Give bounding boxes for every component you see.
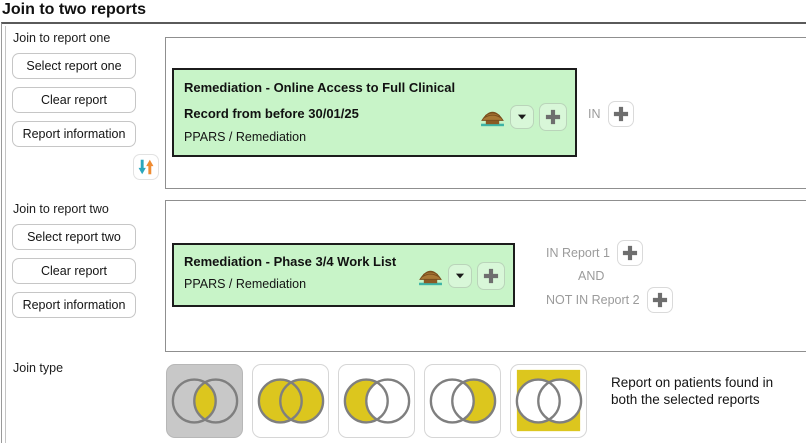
swap-arrows-icon xyxy=(136,157,156,177)
main-panel xyxy=(1,22,806,443)
clear-report-two-button[interactable]: Clear report xyxy=(12,258,136,284)
not-in-report-2-add-button[interactable] xyxy=(646,287,673,313)
report-two-box: Remediation - Phase 3/4 Work List PPARS … xyxy=(165,200,806,352)
hut-report-icon xyxy=(418,266,443,287)
and-label: AND xyxy=(578,269,605,283)
join-type-description: Report on patients found in both the sel… xyxy=(611,375,774,407)
page-title: Join to two reports xyxy=(2,1,146,18)
venn-union-icon xyxy=(253,365,328,437)
venn-neither-icon xyxy=(511,365,586,437)
plus-icon xyxy=(611,104,631,124)
section-one-label: Join to report one xyxy=(13,31,111,45)
report-one-box: Remediation - Online Access to Full Clin… xyxy=(165,37,806,189)
in-label: IN xyxy=(588,107,601,121)
join-type-union-button[interactable] xyxy=(252,364,329,438)
hut-report-icon xyxy=(480,107,505,128)
section-two-label: Join to report two xyxy=(13,202,109,216)
venn-intersection-icon xyxy=(167,365,242,437)
plus-icon xyxy=(620,243,640,263)
plus-icon xyxy=(543,107,563,127)
report-two-title: Remediation - Phase 3/4 Work List xyxy=(184,254,397,269)
plus-icon xyxy=(650,290,670,310)
in-report-1-label: IN Report 1 xyxy=(546,246,610,260)
report-two-card[interactable]: Remediation - Phase 3/4 Work List PPARS … xyxy=(172,243,515,307)
report-one-card[interactable]: Remediation - Online Access to Full Clin… xyxy=(172,68,577,157)
select-report-one-button[interactable]: Select report one xyxy=(12,53,136,79)
select-report-two-button[interactable]: Select report two xyxy=(12,224,136,250)
join-type-left-only-button[interactable] xyxy=(338,364,415,438)
report-one-path: PPARS / Remediation xyxy=(184,130,307,144)
report-one-add-button[interactable] xyxy=(539,103,567,131)
report-two-add-button[interactable] xyxy=(477,262,505,290)
join-type-right-only-button[interactable] xyxy=(424,364,501,438)
swap-reports-button[interactable] xyxy=(133,154,159,180)
venn-right-only-icon xyxy=(425,365,500,437)
report-one-title: Remediation - Online Access to Full Clin… xyxy=(184,80,456,121)
chevron-down-icon xyxy=(453,269,467,283)
report-information-one-button[interactable]: Report information xyxy=(12,121,136,147)
in-add-condition-button[interactable] xyxy=(607,101,634,127)
chevron-down-icon xyxy=(515,110,529,124)
venn-left-only-icon xyxy=(339,365,414,437)
in-report-1-add-button[interactable] xyxy=(616,240,643,266)
clear-report-one-button[interactable]: Clear report xyxy=(12,87,136,113)
report-two-path: PPARS / Remediation xyxy=(184,277,307,291)
join-type-options xyxy=(166,364,587,438)
join-type-label: Join type xyxy=(13,361,64,375)
report-information-two-button[interactable]: Report information xyxy=(12,292,136,318)
not-in-report-2-label: NOT IN Report 2 xyxy=(546,293,640,307)
join-type-intersection-button[interactable] xyxy=(166,364,243,438)
report-two-dropdown-button[interactable] xyxy=(448,264,472,288)
report-one-dropdown-button[interactable] xyxy=(510,105,534,129)
join-type-neither-button[interactable] xyxy=(510,364,587,438)
plus-icon xyxy=(481,266,501,286)
